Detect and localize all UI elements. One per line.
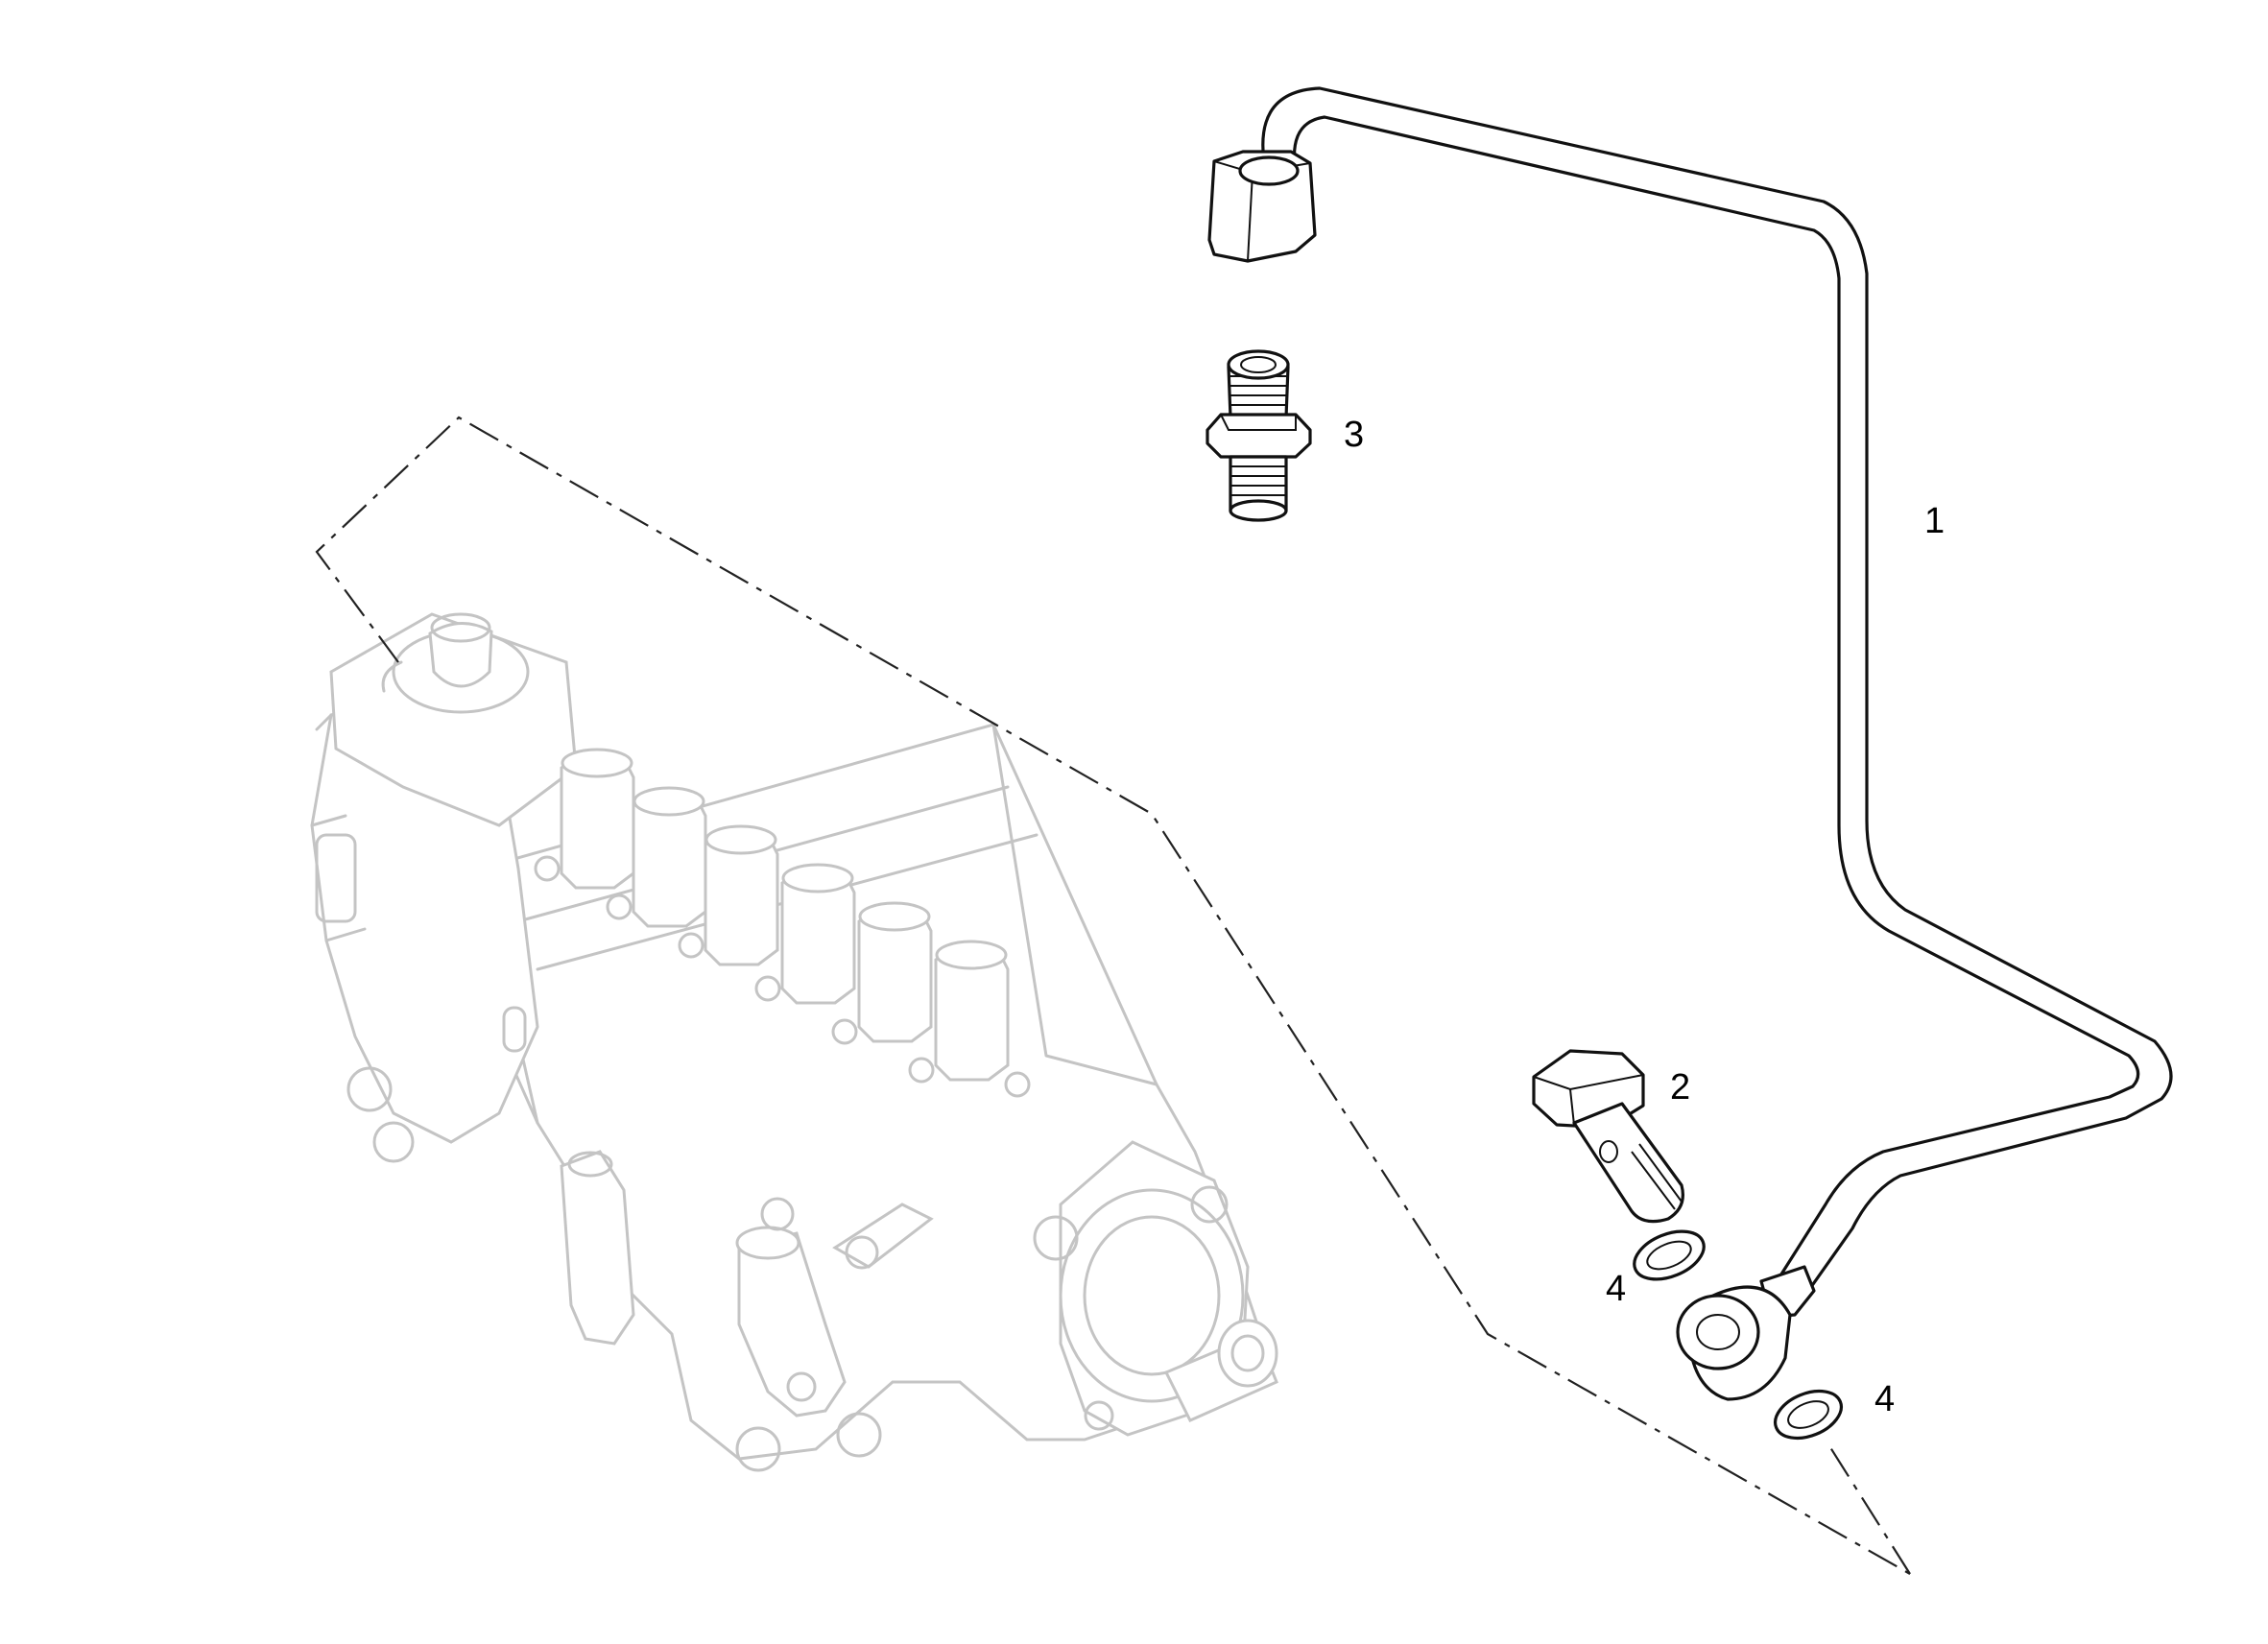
injection-pump-ghost [310,612,1278,1472]
callout-1: 1 [1924,501,1945,541]
callouts: 1 2 3 4 4 [1344,415,1945,1419]
callout-4-upper: 4 [1606,1269,1626,1309]
callout-2: 2 [1670,1067,1690,1108]
fuel-tube [1207,86,2173,1401]
sealing-washer-lower [1774,1389,1843,1441]
sealing-washer-upper [1633,1229,1706,1281]
assembly-lines [315,416,1911,1575]
banjo-bolt [1532,1049,1684,1224]
callout-3: 3 [1344,415,1364,455]
union-fitting [1206,349,1312,522]
callout-4-lower: 4 [1874,1379,1895,1419]
delivery-valves-ghost [534,748,1031,1098]
